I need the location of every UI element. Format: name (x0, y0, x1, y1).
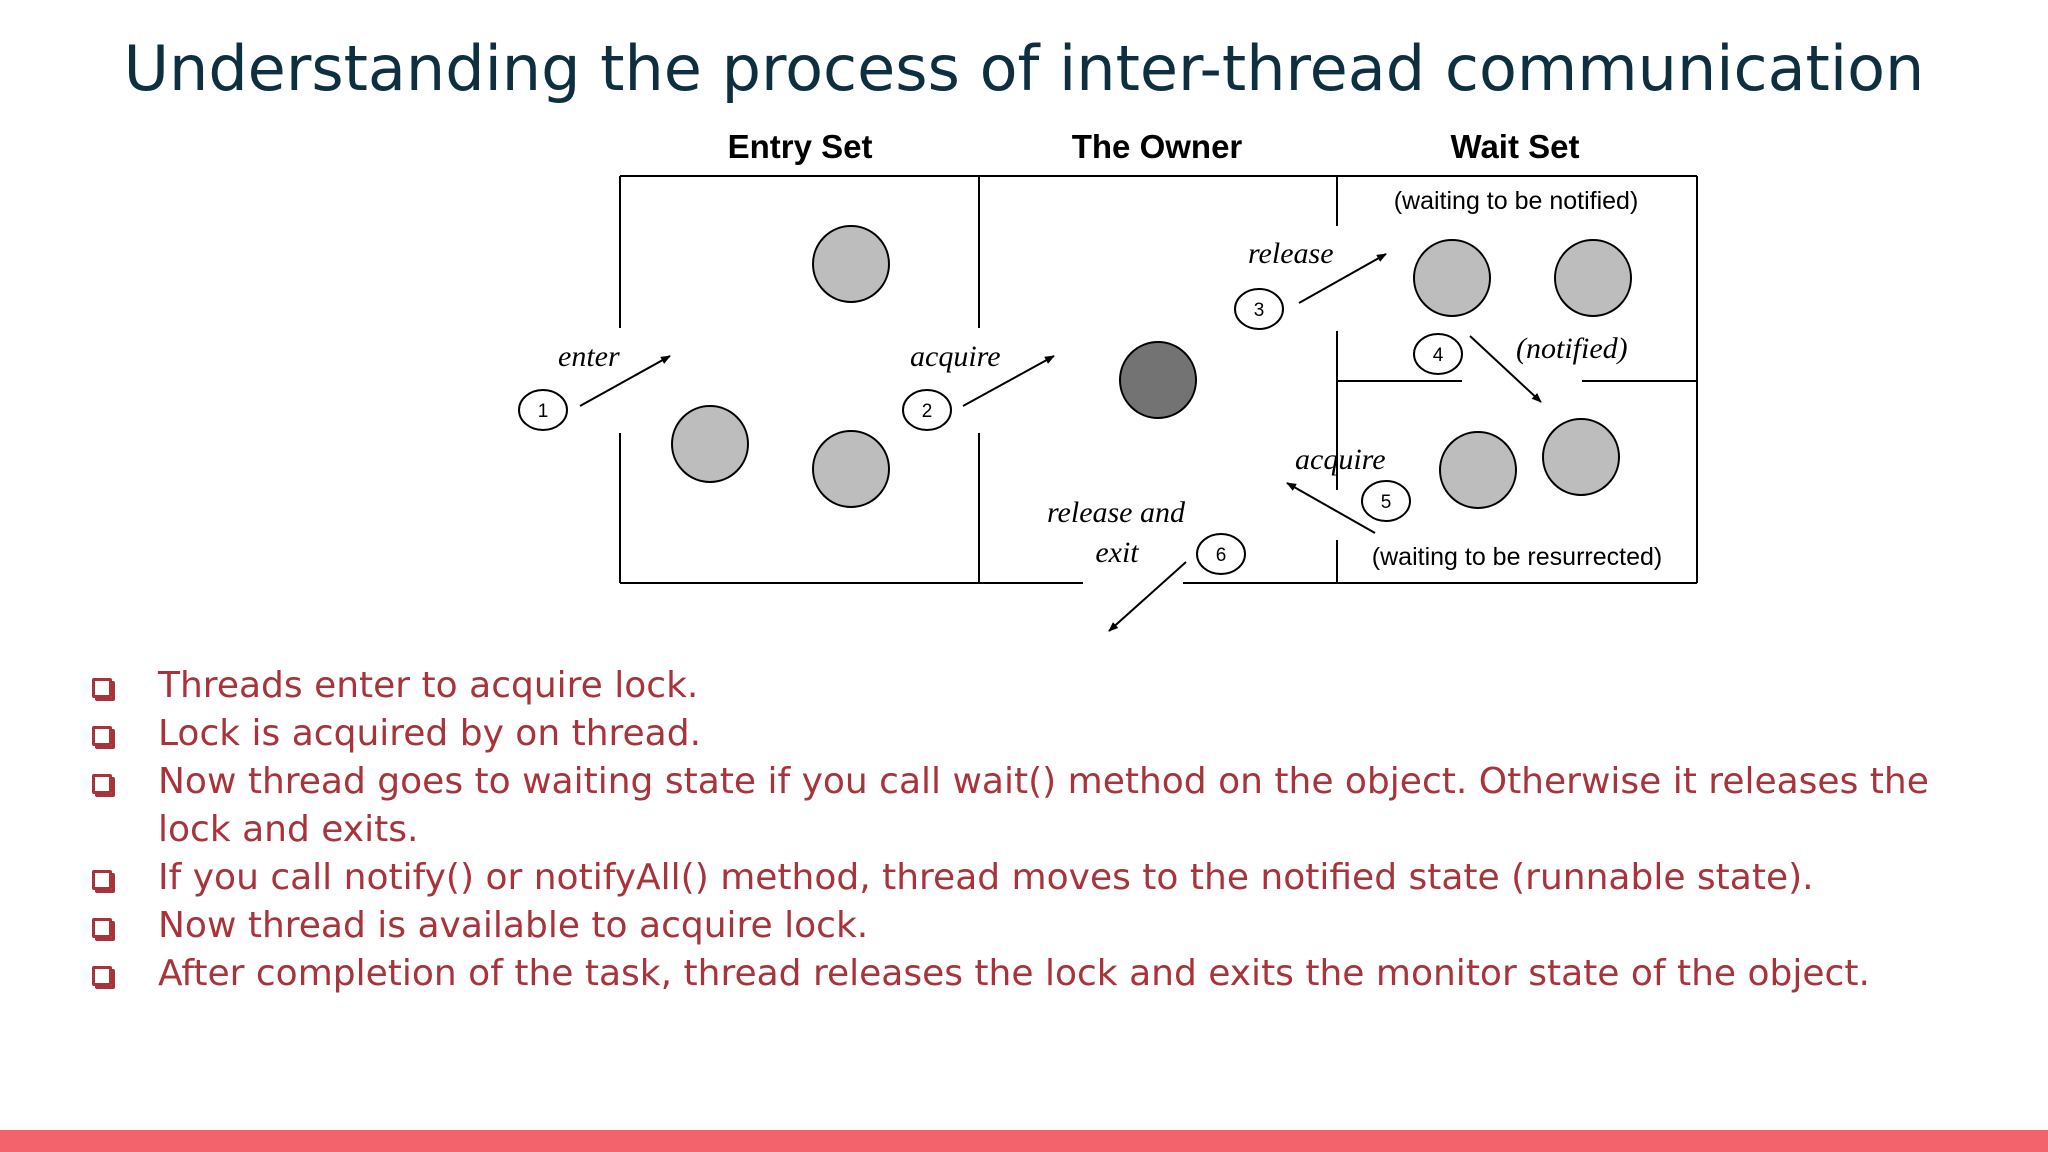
notified-arrow (1469, 335, 1542, 403)
bullet-text: Lock is acquired by on thread. (158, 713, 702, 754)
bullet-list: Threads enter to acquire lock. Lock is a… (88, 662, 1988, 998)
bullet-item: Now thread goes to waiting state if you … (88, 758, 1988, 854)
thread-circle (812, 225, 890, 303)
footer-bar (0, 1130, 2048, 1152)
checkbox-bullet-icon (92, 870, 112, 890)
release-arrow (1298, 253, 1387, 304)
release-label: release (1248, 237, 1334, 270)
bullet-item: Threads enter to acquire lock. (88, 662, 1988, 710)
checkbox-bullet-icon (92, 918, 112, 938)
thread-circle (1554, 239, 1632, 317)
bullet-item: Lock is acquired by on thread. (88, 710, 1988, 758)
checkbox-bullet-icon (92, 726, 112, 746)
exit-arrow (1108, 561, 1187, 632)
step-4-number: 4 (1433, 345, 1444, 366)
step-4-marker (1413, 333, 1463, 375)
exit-label: exit (1095, 536, 1139, 569)
thread-circle (1542, 418, 1620, 496)
acquire-arrow (962, 355, 1055, 407)
entry-set-threads (671, 225, 890, 508)
step-1-marker (518, 389, 568, 431)
step-2-number: 2 (922, 401, 933, 422)
wait-set-threads (1413, 239, 1632, 509)
slide-title: Understanding the process of inter-threa… (123, 32, 1925, 105)
owner-header: The Owner (1072, 128, 1243, 165)
checkbox-bullet-icon (92, 774, 112, 794)
bullet-text: After completion of the task, thread rel… (158, 953, 1870, 994)
step-1-number: 1 (538, 401, 549, 422)
step-3-marker (1234, 288, 1284, 330)
bullet-text: Threads enter to acquire lock. (158, 665, 699, 706)
thread-circle (1413, 239, 1491, 317)
bullet-text: If you call notify() or notifyAll() meth… (158, 857, 1814, 898)
waiting-notified-note: (waiting to be notified) (1394, 187, 1639, 215)
checkbox-bullet-icon (92, 966, 112, 986)
bullet-item: After completion of the task, thread rel… (88, 950, 1988, 998)
checkbox-bullet-icon (92, 678, 112, 698)
thread-circle (812, 430, 890, 508)
step-markers (518, 288, 1463, 575)
step-5-marker (1361, 480, 1411, 522)
monitor-diagram: Entry Set The Owner Wait Set (waiting to… (518, 128, 1698, 632)
waiting-resurrected-note: (waiting to be resurrected) (1372, 543, 1662, 571)
entry-set-header: Entry Set (728, 128, 873, 165)
flow-arrows (579, 253, 1542, 632)
thread-circle (671, 405, 749, 483)
owner-thread-circle (1119, 341, 1197, 419)
thread-circle (1439, 431, 1517, 509)
enter-arrow (579, 355, 671, 407)
step-2-marker (902, 389, 952, 431)
step-5-number: 5 (1381, 492, 1392, 513)
release-and-label: release and (1047, 496, 1186, 529)
bullet-item: If you call notify() or notifyAll() meth… (88, 854, 1988, 902)
acquire-again-arrow (1286, 482, 1376, 534)
acquire-again-label: acquire (1295, 443, 1386, 476)
step-6-number: 6 (1216, 545, 1227, 566)
acquire-label: acquire (910, 340, 1001, 373)
bullet-text: Now thread goes to waiting state if you … (158, 761, 1929, 850)
step-6-marker (1196, 533, 1246, 575)
notified-label: (notified) (1516, 332, 1628, 365)
enter-label: enter (558, 340, 620, 373)
diagram-borders (619, 175, 1698, 584)
wait-set-header: Wait Set (1451, 128, 1580, 165)
bullet-text: Now thread is available to acquire lock. (158, 905, 869, 946)
step-3-number: 3 (1254, 300, 1265, 321)
bullet-item: Now thread is available to acquire lock. (88, 902, 1988, 950)
